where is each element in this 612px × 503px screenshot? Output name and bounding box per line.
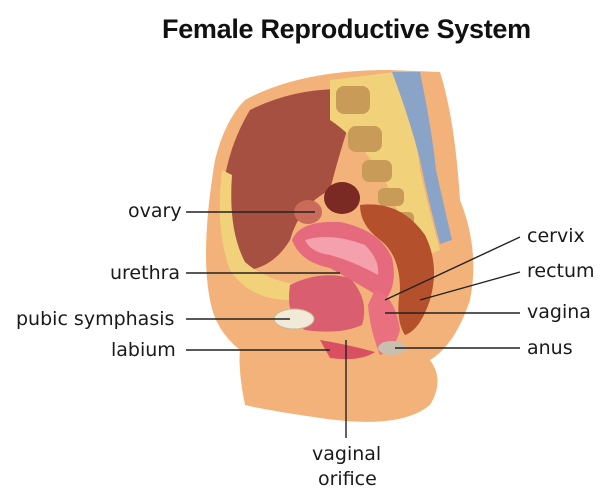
spinal-canal [392, 72, 452, 244]
labium-organ [320, 340, 375, 360]
label-rectum: rectum [527, 260, 595, 282]
diagram-title: Female Reproductive System [162, 14, 531, 44]
vertebrae [336, 86, 414, 227]
label-pubic-symphasis: pubic symphasis [16, 308, 175, 330]
uterus-lining [305, 236, 379, 275]
label-vaginal-orifice-line1: vaginal [312, 443, 382, 465]
leader-lines [186, 211, 521, 438]
abdominal-cavity [221, 89, 360, 270]
peritoneum-band [219, 170, 300, 300]
label-ovary: ovary [128, 200, 182, 222]
label-anus: anus [527, 337, 573, 359]
label-vagina: vagina [527, 301, 591, 323]
label-labium: labium [111, 339, 176, 361]
rectum-organ [360, 204, 434, 335]
vagina-canal [368, 290, 400, 355]
label-cervix: cervix [527, 225, 585, 247]
label-vaginal-orifice-line2: orifice [318, 468, 377, 490]
label-urethra: urethra [110, 262, 181, 284]
anus-organ [378, 341, 406, 355]
